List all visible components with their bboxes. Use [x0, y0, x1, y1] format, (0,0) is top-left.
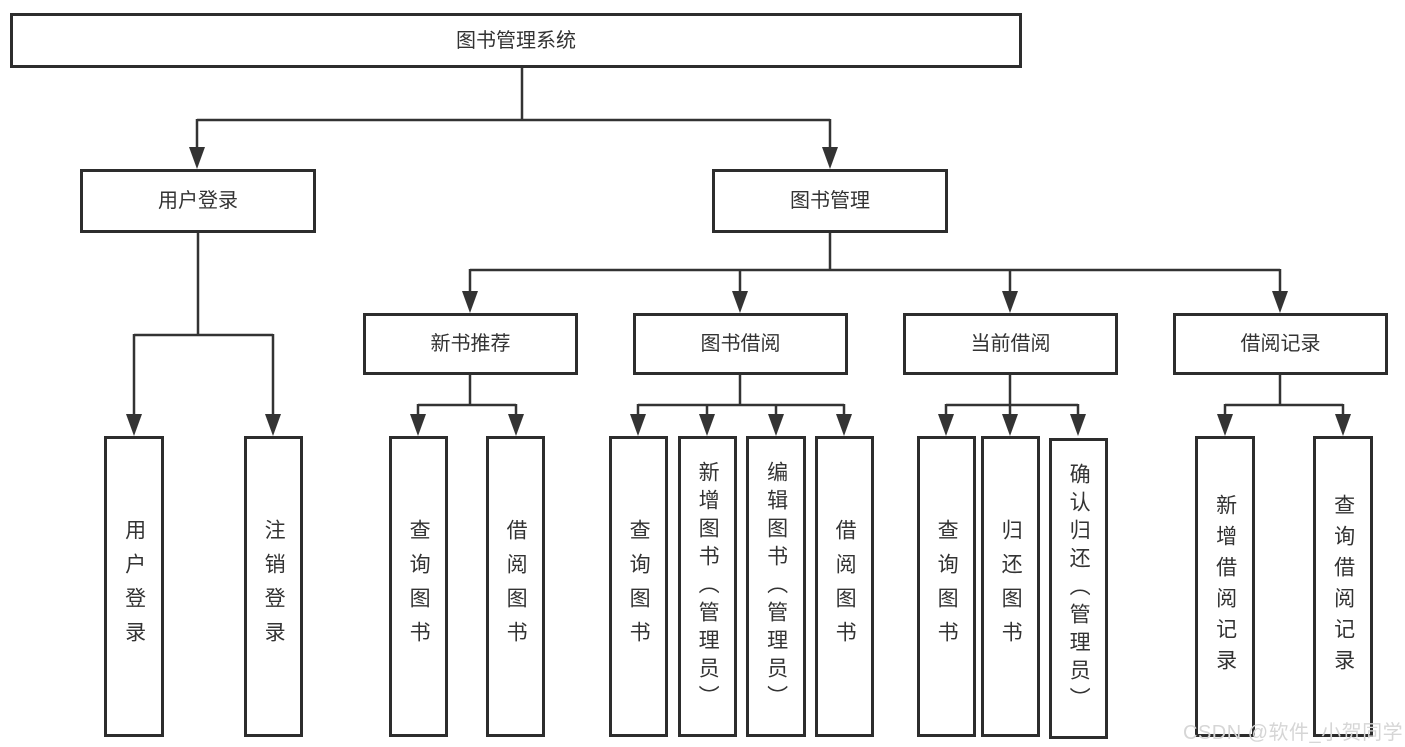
leaf-br-query-record: 查询借阅记录 [1313, 436, 1373, 737]
leaf-cb-confirm-return-admin: 确认归还（管理员） [1049, 438, 1108, 739]
leaf-user-login: 用户登录 [104, 436, 164, 737]
leaf-br-add-record: 新增借阅记录 [1195, 436, 1255, 737]
node-current-borrowing: 当前借阅 [903, 313, 1118, 375]
node-library-management-system: 图书管理系统 [10, 13, 1022, 68]
leaf-nbr-query-books: 查询图书 [389, 436, 448, 737]
node-new-book-recommendation: 新书推荐 [363, 313, 578, 375]
node-book-management: 图书管理 [712, 169, 948, 233]
node-borrowing-records: 借阅记录 [1173, 313, 1388, 375]
leaf-nbr-borrow-books: 借阅图书 [486, 436, 545, 737]
leaf-cb-return-books: 归还图书 [981, 436, 1040, 737]
leaf-bb-edit-books-admin: 编辑图书（管理员） [746, 436, 806, 737]
node-user-login: 用户登录 [80, 169, 316, 233]
leaf-cb-query-books: 查询图书 [917, 436, 976, 737]
node-book-borrowing: 图书借阅 [633, 313, 848, 375]
leaf-logout-login: 注销登录 [244, 436, 303, 737]
leaf-bb-query-books: 查询图书 [609, 436, 668, 737]
leaf-bb-add-books-admin: 新增图书（管理员） [678, 436, 737, 737]
leaf-bb-borrow-books: 借阅图书 [815, 436, 874, 737]
watermark-text: CSDN @软件_小贺同学 [1183, 722, 1404, 744]
